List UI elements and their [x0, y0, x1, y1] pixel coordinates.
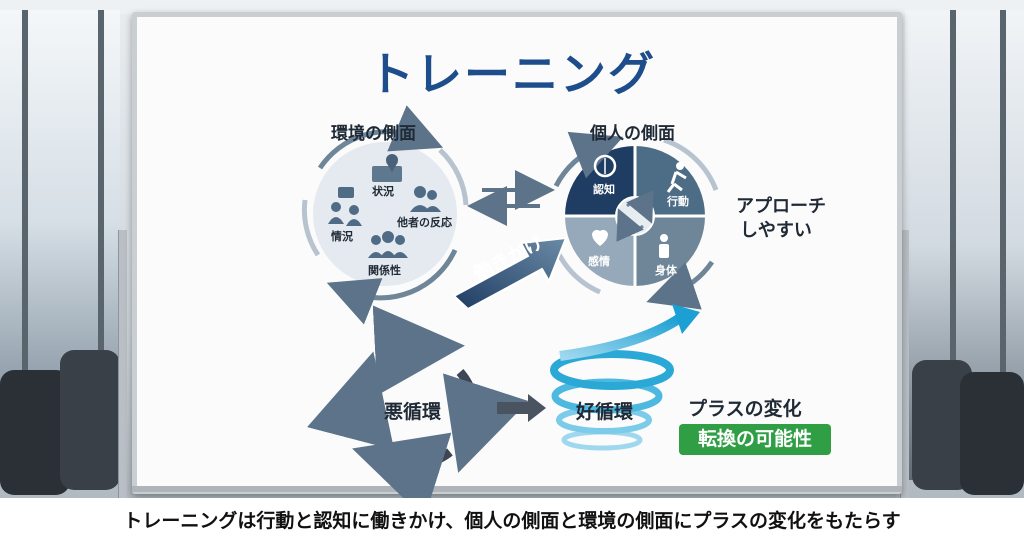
env-item-relationship: 関係性 [368, 264, 401, 277]
whiteboard-tray [132, 486, 902, 492]
caption: トレーニングは行動と認知に働きかけ、個人の側面と環境の側面にプラスの変化をもたら… [123, 510, 901, 532]
quadrant-body: 身体 [655, 264, 677, 277]
approach-text-line2: しやすい [740, 220, 812, 241]
vicious-cycle-arrows [307, 305, 529, 519]
individual-puzzle [550, 131, 719, 310]
people-group-icon [410, 186, 441, 212]
caption-bar [0, 498, 1024, 538]
transformation-badge: 転換の可能性 [679, 424, 831, 455]
upward-spiral [550, 304, 700, 451]
window-mullion [950, 10, 956, 480]
approach-text-line1: アプローチ [736, 196, 826, 217]
env-item-situation: 情況 [331, 230, 353, 243]
running-person-icon [666, 162, 687, 193]
window-mullion [98, 10, 104, 480]
chair [0, 370, 70, 495]
heart-icon [592, 229, 608, 246]
env-item-others-reaction: 他者の反応 [397, 216, 452, 229]
ceiling [0, 0, 1024, 14]
window-mullion [22, 10, 28, 480]
chair [960, 372, 1024, 495]
window-mullion [1000, 10, 1006, 480]
env-item-status: 状況 [372, 185, 394, 198]
transition-arrow [497, 394, 546, 422]
chair [60, 350, 120, 490]
quadrant-emotion: 感情 [588, 255, 610, 268]
board-stand-left [118, 230, 127, 498]
virtuous-cycle-label: 好循環 [576, 401, 634, 423]
page-title: トレーニング [368, 48, 656, 100]
exchange-arrows-icon [467, 170, 555, 226]
quadrant-behavior: 行動 [667, 195, 689, 208]
quadrant-cognition: 認知 [593, 183, 615, 196]
body-person-icon [659, 234, 669, 258]
individual-heading: 個人の側面 [590, 124, 675, 144]
speaking-person-icon [328, 187, 362, 226]
action-arrow [452, 236, 568, 311]
vicious-cycle-label: 悪循環 [384, 401, 442, 423]
map-pin-icon [372, 154, 402, 182]
group-people-icon [368, 231, 408, 258]
brain-icon [593, 154, 617, 178]
plus-change-label: プラスの変化 [688, 398, 802, 420]
environment-heading: 環境の側面 [331, 124, 416, 144]
environment-cycle [301, 105, 469, 325]
